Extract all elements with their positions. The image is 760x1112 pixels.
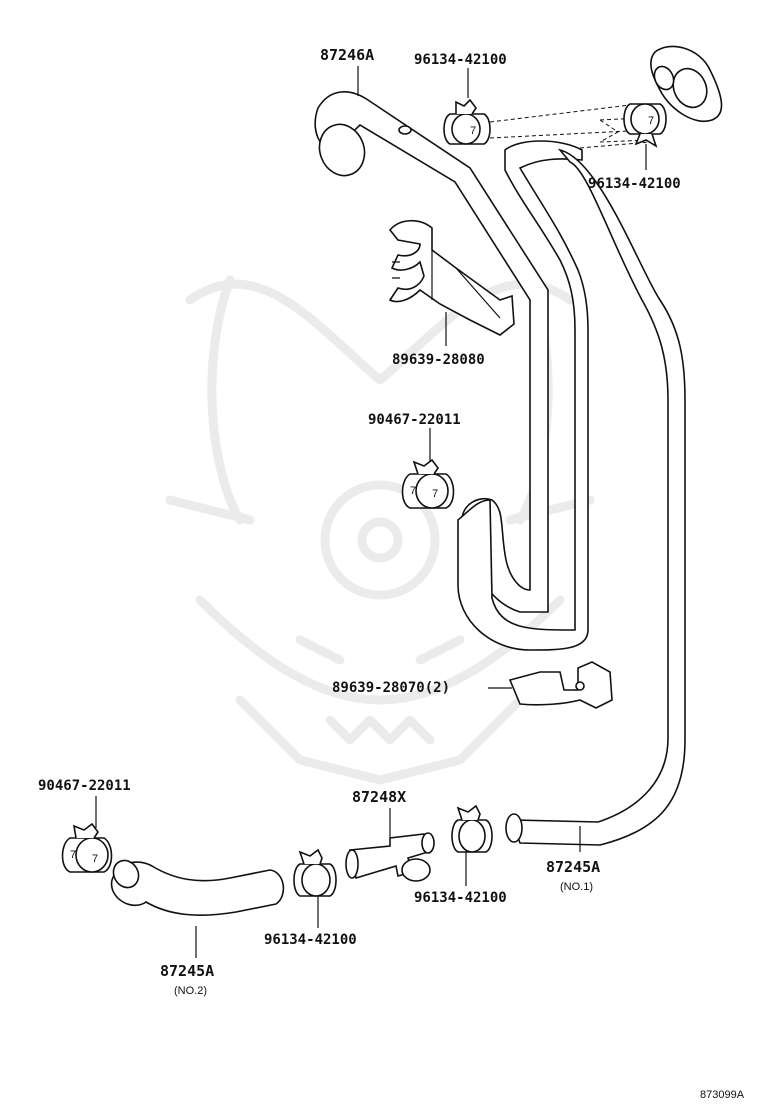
label-hose-no2-sub: (NO.2) xyxy=(174,985,207,997)
labels: 87246A 96134-42100 96134-42100 89639-280… xyxy=(38,46,745,1101)
label-clamp-bottom-right: 96134-42100 xyxy=(414,890,507,906)
clamp-90467-left: 7 7 xyxy=(61,822,113,873)
bracket-89639-28070 xyxy=(508,661,613,709)
bracket-89639-28080 xyxy=(388,219,515,336)
tee-joint-87248X xyxy=(345,832,435,882)
svg-text:7: 7 xyxy=(432,488,438,500)
label-hose-no2: 87245A xyxy=(160,962,214,980)
label-bracket-lower: 89639-28070(2) xyxy=(332,680,450,696)
grommet xyxy=(650,45,723,123)
label-clamp-top-right: 96134-42100 xyxy=(588,176,681,192)
hose-87245A-no2 xyxy=(110,859,285,916)
clamp-96134-bottom-left xyxy=(293,848,337,897)
label-clamp-top-left: 96134-42100 xyxy=(414,52,507,68)
label-hose-no1: 87245A xyxy=(546,858,600,876)
label-clamp-left: 90467-22011 xyxy=(38,778,131,794)
hose-87245A-no1 xyxy=(457,140,686,846)
label-clamp-mid: 90467-22011 xyxy=(368,412,461,428)
hose-87246A xyxy=(314,91,549,613)
clamp-90467-mid: 7 7 xyxy=(401,458,455,509)
svg-text:7: 7 xyxy=(648,115,654,127)
svg-text:7: 7 xyxy=(92,853,98,865)
diagram-reference-number: 873099A xyxy=(700,1089,745,1101)
label-clamp-bottom-left: 96134-42100 xyxy=(264,932,357,948)
label-tee-joint: 87248X xyxy=(352,788,406,806)
clamp-96134-bottom-right xyxy=(451,804,493,853)
clamp-96134-top-right: 7 xyxy=(623,103,667,148)
svg-text:7: 7 xyxy=(410,485,416,497)
svg-text:7: 7 xyxy=(470,125,476,137)
label-hose-no1-sub: (NO.1) xyxy=(560,881,593,893)
label-hose-87246A: 87246A xyxy=(320,46,374,64)
clamp-96134-top-left: 7 xyxy=(443,98,491,145)
leader-lines xyxy=(95,66,647,958)
svg-text:7: 7 xyxy=(70,849,76,861)
label-bracket-upper: 89639-28080 xyxy=(392,352,485,368)
